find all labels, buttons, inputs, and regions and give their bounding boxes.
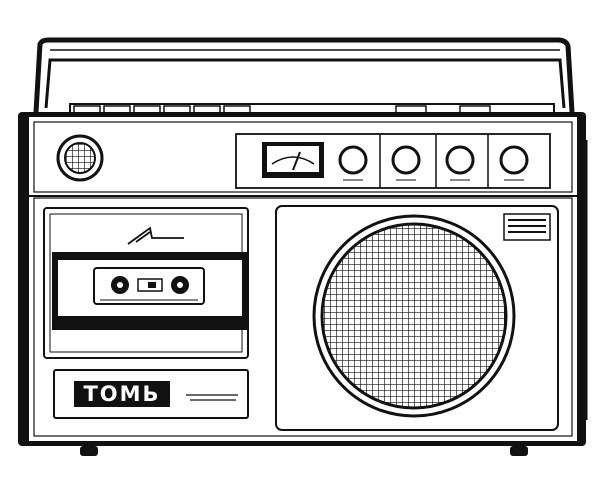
knob-volume[interactable] — [338, 145, 368, 181]
left-foot — [80, 446, 98, 456]
top-key-2[interactable] — [103, 105, 131, 114]
speaker-grille — [320, 222, 508, 410]
microphone-jack-icon — [56, 134, 104, 182]
knob-tone[interactable] — [391, 145, 421, 181]
top-key-7[interactable] — [395, 105, 427, 114]
vu-meter-icon — [262, 142, 324, 178]
knob-balance[interactable] — [445, 145, 475, 181]
top-key-8[interactable] — [459, 105, 491, 114]
swoosh-logo-icon — [127, 226, 184, 245]
speaker-panel — [275, 205, 559, 431]
brand-label: ТОМЬ — [74, 381, 170, 407]
knob-tuning[interactable] — [499, 145, 529, 181]
top-key-4[interactable] — [163, 105, 191, 114]
carry-handle[interactable] — [33, 37, 575, 113]
top-key-3[interactable] — [133, 105, 161, 114]
top-key-1[interactable] — [73, 105, 101, 114]
cassette-deck[interactable] — [43, 207, 249, 359]
top-key-5[interactable] — [193, 105, 221, 114]
right-foot — [510, 446, 528, 456]
top-key-6[interactable] — [223, 105, 251, 114]
